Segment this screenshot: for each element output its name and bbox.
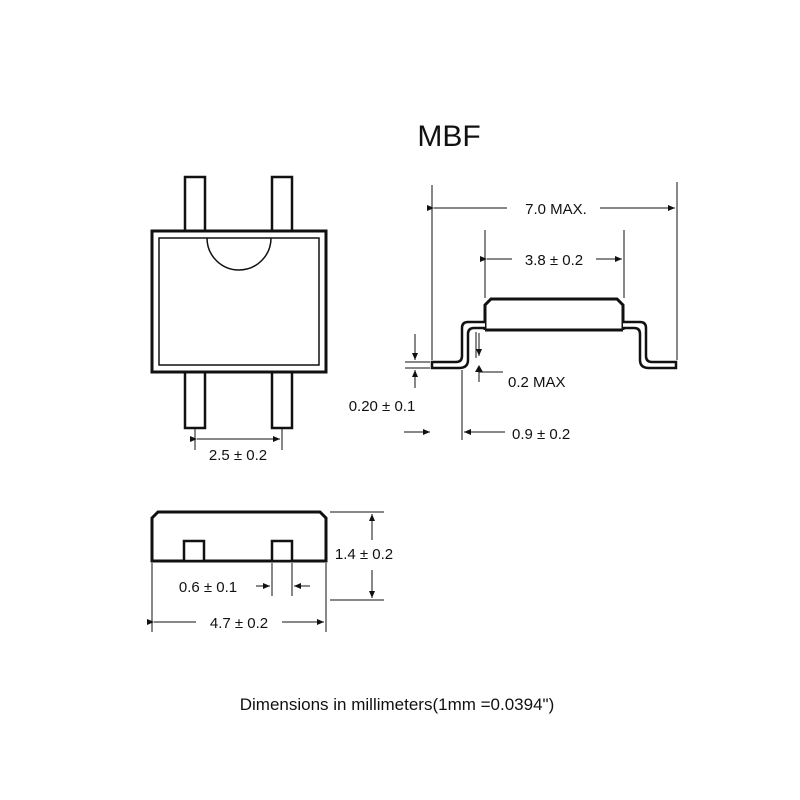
lead-length-label: 0.9 ± 0.2	[512, 426, 570, 443]
top-view-body-outline	[150, 229, 328, 374]
orientation-notch	[206, 237, 272, 271]
standoff-label: 0.2 MAX	[508, 374, 566, 391]
height-label: 1.4 ± 0.2	[335, 546, 393, 563]
lead-thickness-label: 0.20 ± 0.1	[349, 398, 416, 415]
top-view-pin-bottom-right	[270, 370, 294, 430]
body-width-label: 4.7 ± 0.2	[210, 615, 268, 632]
front-view-lead-right	[270, 539, 294, 563]
side-view-lead-left	[430, 320, 485, 370]
standoff-leader	[478, 371, 503, 382]
front-view: 1.4 ± 0.2 0.6 ± 0.1 4.7 ± 0.2	[147, 510, 393, 632]
side-view: 7.0 MAX. 3.8 ± 0.2 0.20 ± 0.1 0.2 MAX 0.…	[349, 182, 678, 443]
side-view-body	[483, 297, 625, 330]
pin-pitch-label: 2.5 ± 0.2	[209, 447, 267, 464]
front-view-body	[150, 510, 328, 563]
top-view-pin-bottom-left	[183, 370, 207, 430]
side-view-lead-right	[623, 320, 678, 370]
overall-length-label: 7.0 MAX.	[525, 201, 587, 218]
body-length-label: 3.8 ± 0.2	[525, 252, 583, 269]
top-view-pin-top-right	[270, 175, 294, 233]
front-view-lead-left	[182, 539, 206, 563]
top-view: 2.5 ± 0.2	[150, 175, 328, 464]
top-view-pin-top-left	[183, 175, 207, 233]
top-view-body-inner	[158, 237, 320, 366]
units-footnote: Dimensions in millimeters(1mm =0.0394")	[240, 695, 555, 714]
lead-width-label: 0.6 ± 0.1	[179, 579, 237, 596]
package-title: MBF	[417, 120, 480, 153]
